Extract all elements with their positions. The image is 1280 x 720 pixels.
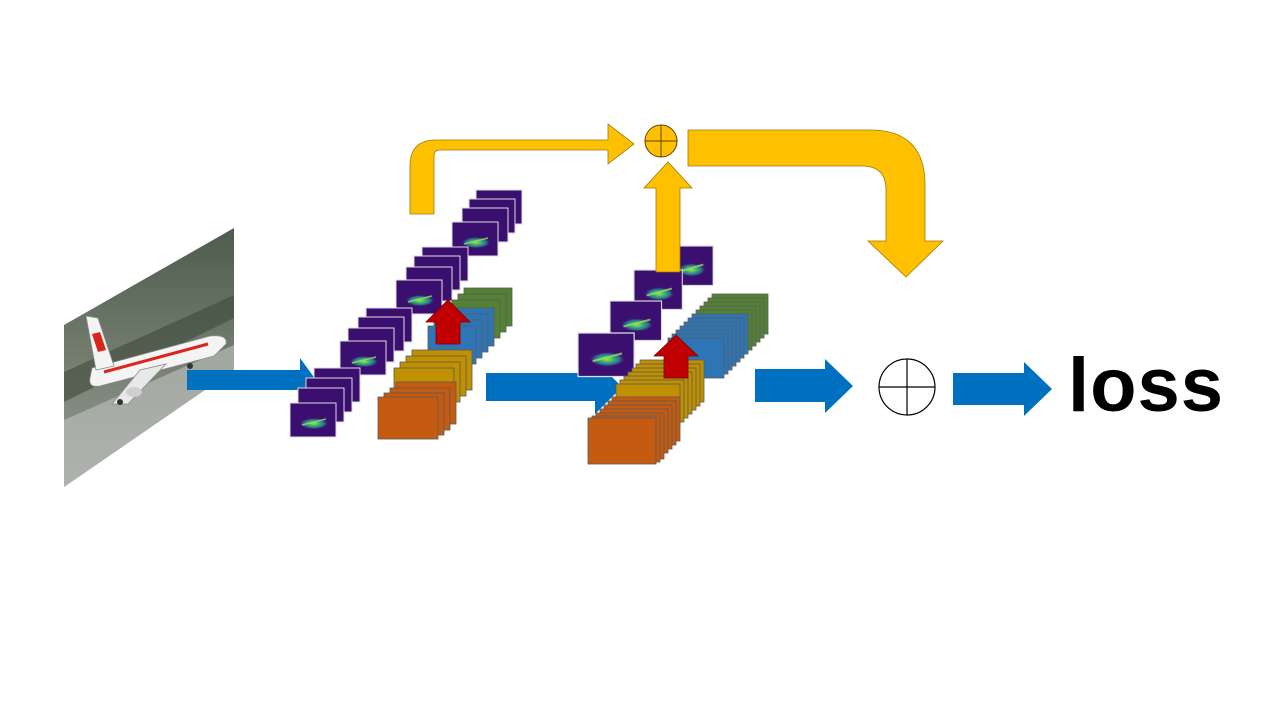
flow-arrow-4 [953, 362, 1052, 416]
sum-node-final [878, 358, 936, 416]
skip-arrow-right [687, 129, 944, 278]
flow-arrow-1 [187, 358, 316, 402]
airplane-icon [85, 315, 227, 405]
attention-arrow-stage1 [425, 299, 471, 345]
skip-arrow-up [643, 161, 693, 273]
attention-arrow-stage2 [653, 334, 699, 379]
flow-arrow-3 [755, 359, 853, 413]
input-image [64, 228, 234, 487]
sum-node-top [644, 124, 678, 158]
loss-label: loss [1068, 343, 1225, 428]
skip-arrow-left [409, 123, 635, 215]
